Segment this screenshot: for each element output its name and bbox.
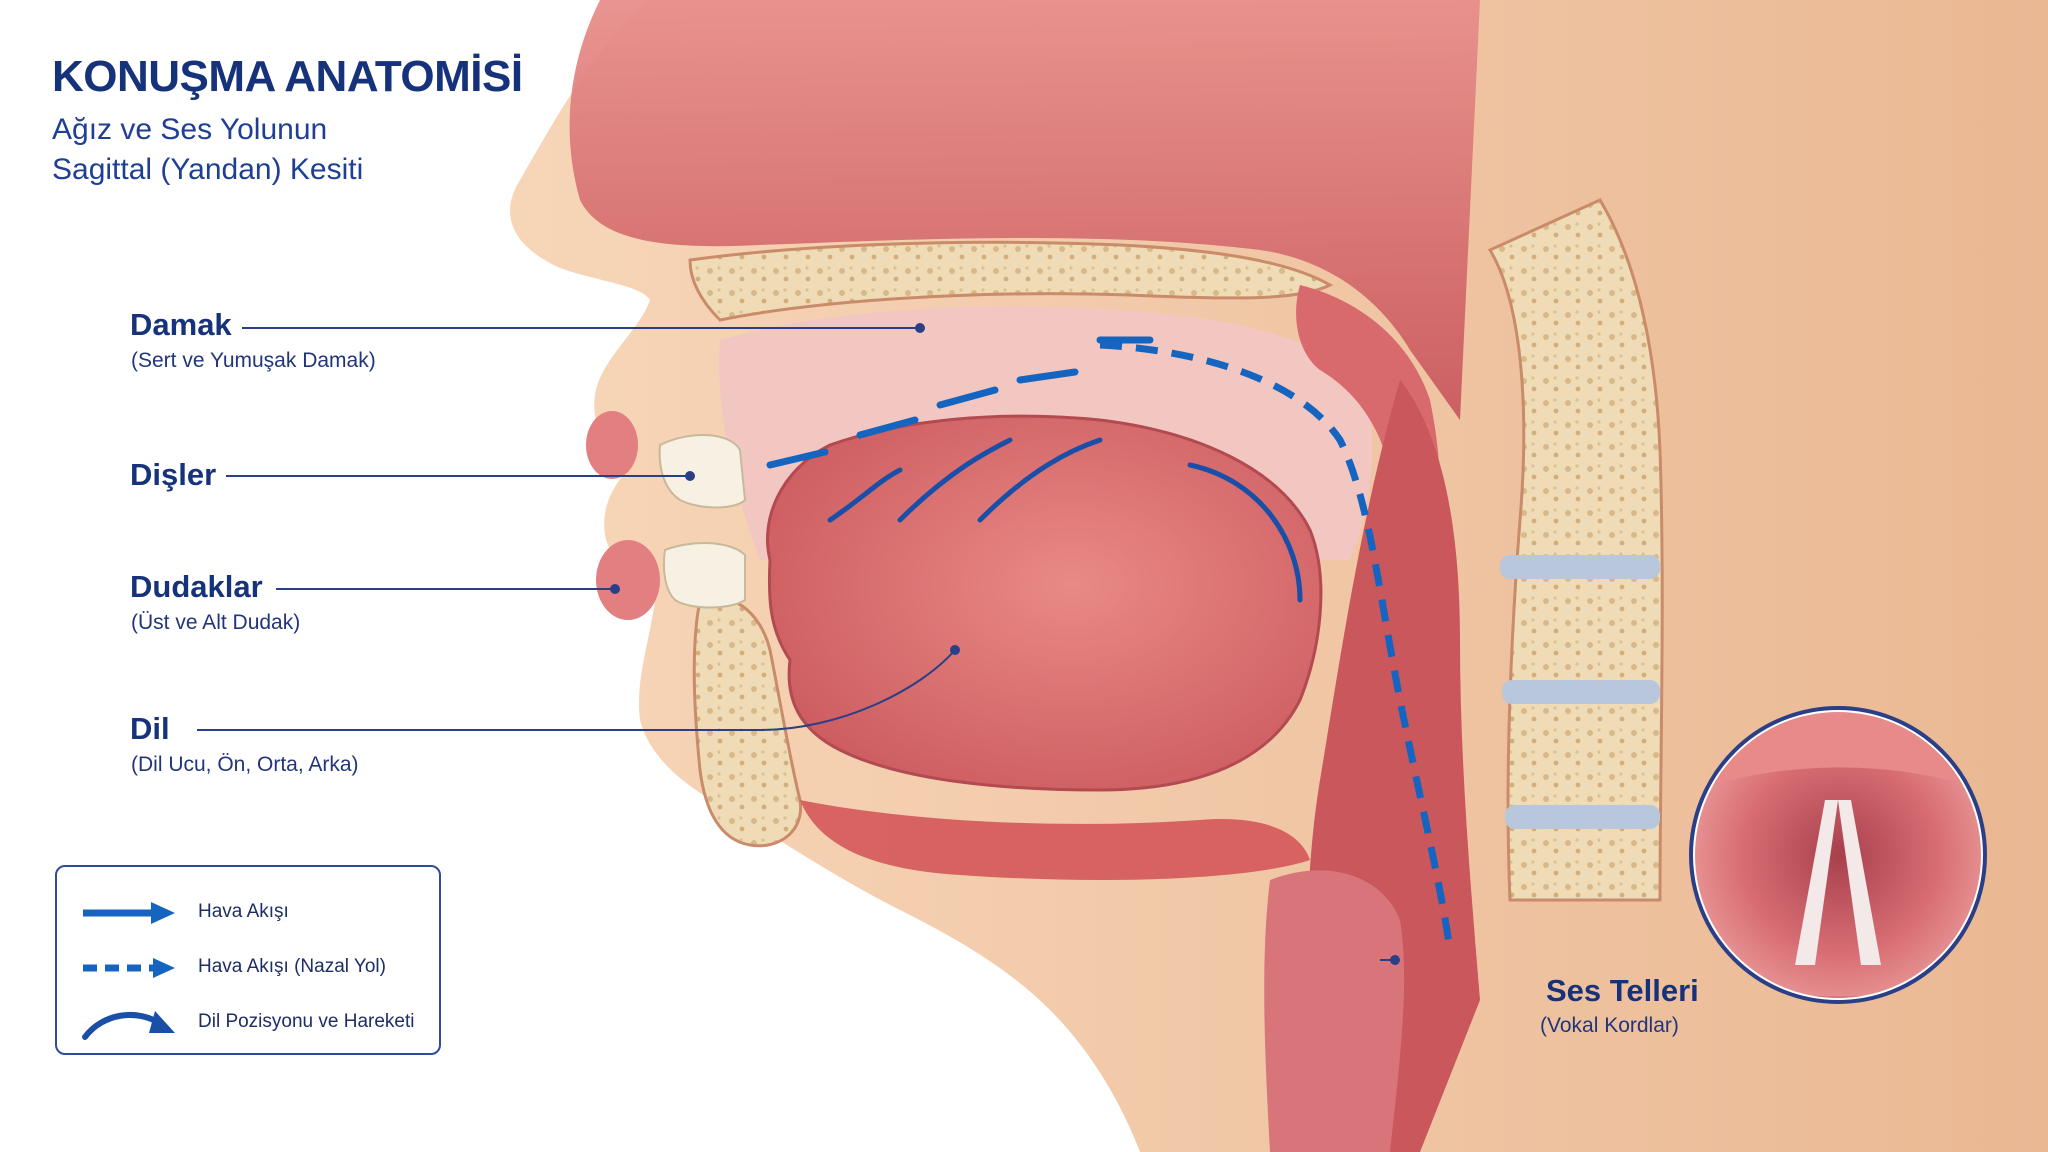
legend-box: Hava Akışı Hava Akışı (Nazal Yol) Dil Po… [55,865,441,1055]
label-vocal-cords: Ses Telleri [1546,973,1699,1008]
dashed-arrow-icon [83,958,175,978]
spinal-disc [1505,805,1660,829]
legend-item: Hava Akışı [57,893,439,933]
floor-muscle [800,800,1310,880]
upper-lip-shape [586,411,638,479]
legend-item-label: Dil Pozisyonu ve Hareketi [198,1011,415,1032]
label-lips-detail: (Üst ve Alt Dudak) [131,611,301,634]
lower-lip-shape [596,540,660,620]
leader-dots [610,323,1400,965]
page-subtitle: Ağız ve Ses Yolunun Sagittal (Yandan) Ke… [52,110,363,190]
lower-teeth-shape [662,542,746,609]
tongue-movement-arrows [827,437,1303,603]
legend-item: Hava Akışı (Nazal Yol) [57,948,439,988]
label-tongue-detail: (Dil Ucu, Ön, Orta, Arka) [131,753,359,776]
page-title: KONUŞMA ANATOMİSİ [52,52,523,101]
cervical-spine [1487,198,1664,902]
hard-palate [688,240,1334,322]
subtitle-line: Sagittal (Yandan) Kesiti [52,153,364,186]
nasal-cavity [569,0,1480,420]
label-palate: Damak [130,307,232,342]
vocal-cords-inset [1689,706,1987,1004]
label-lips: Dudaklar [130,569,263,604]
label-tongue: Dil [130,711,170,746]
subtitle-line: Ağız ve Ses Yolunun [52,113,328,146]
leader-lines [197,327,1395,961]
airflow-nasal [1099,341,1454,951]
solid-arrow-icon [83,902,175,924]
legend-item-label: Hava Akışı (Nazal Yol) [198,956,386,977]
spinal-disc [1500,555,1660,579]
legend-item-label: Hava Akışı [198,901,289,922]
curved-arrow-icon [82,1011,175,1040]
airflow-oral [766,336,1154,469]
larynx [1264,870,1405,1152]
tongue-shape [766,414,1323,792]
label-vocal-cords-detail: (Vokal Kordlar) [1540,1014,1679,1037]
label-palate-detail: (Sert ve Yumuşak Damak) [131,349,376,372]
spinal-disc [1502,680,1660,704]
legend-item: Dil Pozisyonu ve Hareketi [57,1003,439,1043]
label-teeth: Dişler [130,457,217,492]
upper-teeth-shape [658,434,747,509]
